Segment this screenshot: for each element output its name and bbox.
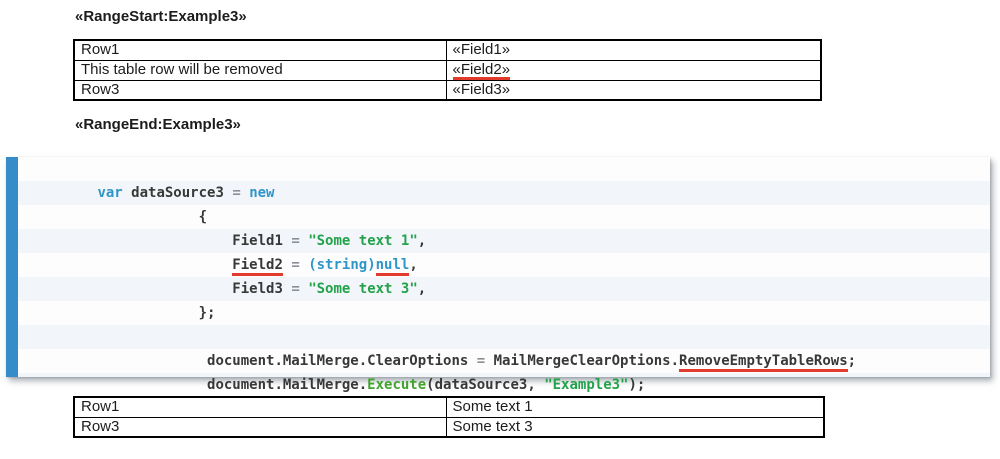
code-token: );	[628, 377, 646, 393]
code-line: Field3 = "Some text 3",	[30, 253, 990, 297]
code-token: "Some text 3"	[308, 281, 418, 297]
table-row: Row3 «Field3»	[73, 79, 822, 101]
code-token: Field1	[97, 233, 292, 249]
table-row: Row3 Some text 3	[73, 416, 825, 438]
result-cell-value: Some text 1	[445, 396, 825, 418]
code-line: var dataSource3 = new	[30, 157, 990, 201]
code-line: {	[30, 181, 990, 225]
range-end-label: «RangeEnd:Example3»	[75, 116, 241, 133]
template-cell-field: «Field1»	[445, 39, 822, 61]
code-token: =	[291, 257, 300, 273]
code-token: document.MailMerge.	[97, 377, 368, 393]
result-cell-value: Some text 3	[445, 416, 825, 438]
table-row: Row1 «Field1»	[73, 39, 822, 61]
range-start-label: «RangeStart:Example3»	[75, 8, 247, 25]
merge-result-table: Row1 Some text 1 Row3 Some text 3	[73, 396, 825, 438]
code-line: };	[30, 277, 990, 321]
result-cell-label: Row3	[73, 416, 447, 438]
code-token: =	[476, 353, 486, 369]
template-cell-label: Row3	[73, 79, 447, 101]
code-token: dataSource3	[122, 185, 233, 201]
code-token: ,	[417, 281, 427, 297]
code-token: Field3	[97, 281, 292, 297]
code-token: (string)	[308, 257, 376, 273]
code-token: var	[97, 185, 123, 201]
field2-token-underlined: «Field2»	[452, 61, 511, 79]
code-line: Field2 = (string)null,	[30, 229, 990, 276]
code-token: new	[249, 185, 275, 201]
code-content: var dataSource3 = new { Field1 = "Some t…	[30, 157, 990, 393]
template-cell-label: Row1	[73, 39, 447, 61]
code-token-field2-underlined: Field2	[232, 257, 283, 276]
code-accent-bar	[6, 157, 18, 377]
code-block: var dataSource3 = new { Field1 = "Some t…	[6, 157, 990, 393]
result-cell-label: Row1	[73, 396, 447, 418]
code-token: MailMergeClearOptions.	[485, 353, 680, 369]
code-token: "Some text 1"	[308, 233, 418, 249]
template-cell-field: «Field3»	[445, 79, 822, 101]
table-row: Row1 Some text 1	[73, 396, 825, 418]
code-token-null-underlined: null	[375, 257, 410, 276]
code-token: ,	[409, 257, 418, 273]
template-cell-label: This table row will be removed	[73, 59, 447, 81]
code-token: document.MailMerge.ClearOptions	[97, 353, 477, 369]
code-token: ,	[417, 233, 427, 249]
code-token: =	[291, 233, 300, 249]
merge-template-table: Row1 «Field1» This table row will be rem…	[73, 39, 822, 101]
code-token: =	[291, 281, 300, 297]
code-token: Execute	[367, 377, 427, 393]
code-token: (dataSource3,	[426, 377, 545, 393]
table-row: This table row will be removed «Field2»	[73, 59, 822, 81]
code-line: document.MailMerge.Execute(dataSource3, …	[30, 349, 990, 393]
code-token: ;	[847, 353, 857, 369]
template-cell-field: «Field2»	[445, 59, 822, 81]
code-token: {	[97, 209, 208, 225]
code-line-blank	[30, 301, 990, 325]
code-token-removeemptytablerows-underlined: RemoveEmptyTableRows	[679, 353, 848, 372]
code-token: };	[97, 305, 216, 321]
code-token: "Example3"	[544, 377, 629, 393]
code-token: =	[232, 185, 241, 201]
code-line: Field1 = "Some text 1",	[30, 205, 990, 249]
code-line: document.MailMerge.ClearOptions = MailMe…	[30, 325, 990, 372]
